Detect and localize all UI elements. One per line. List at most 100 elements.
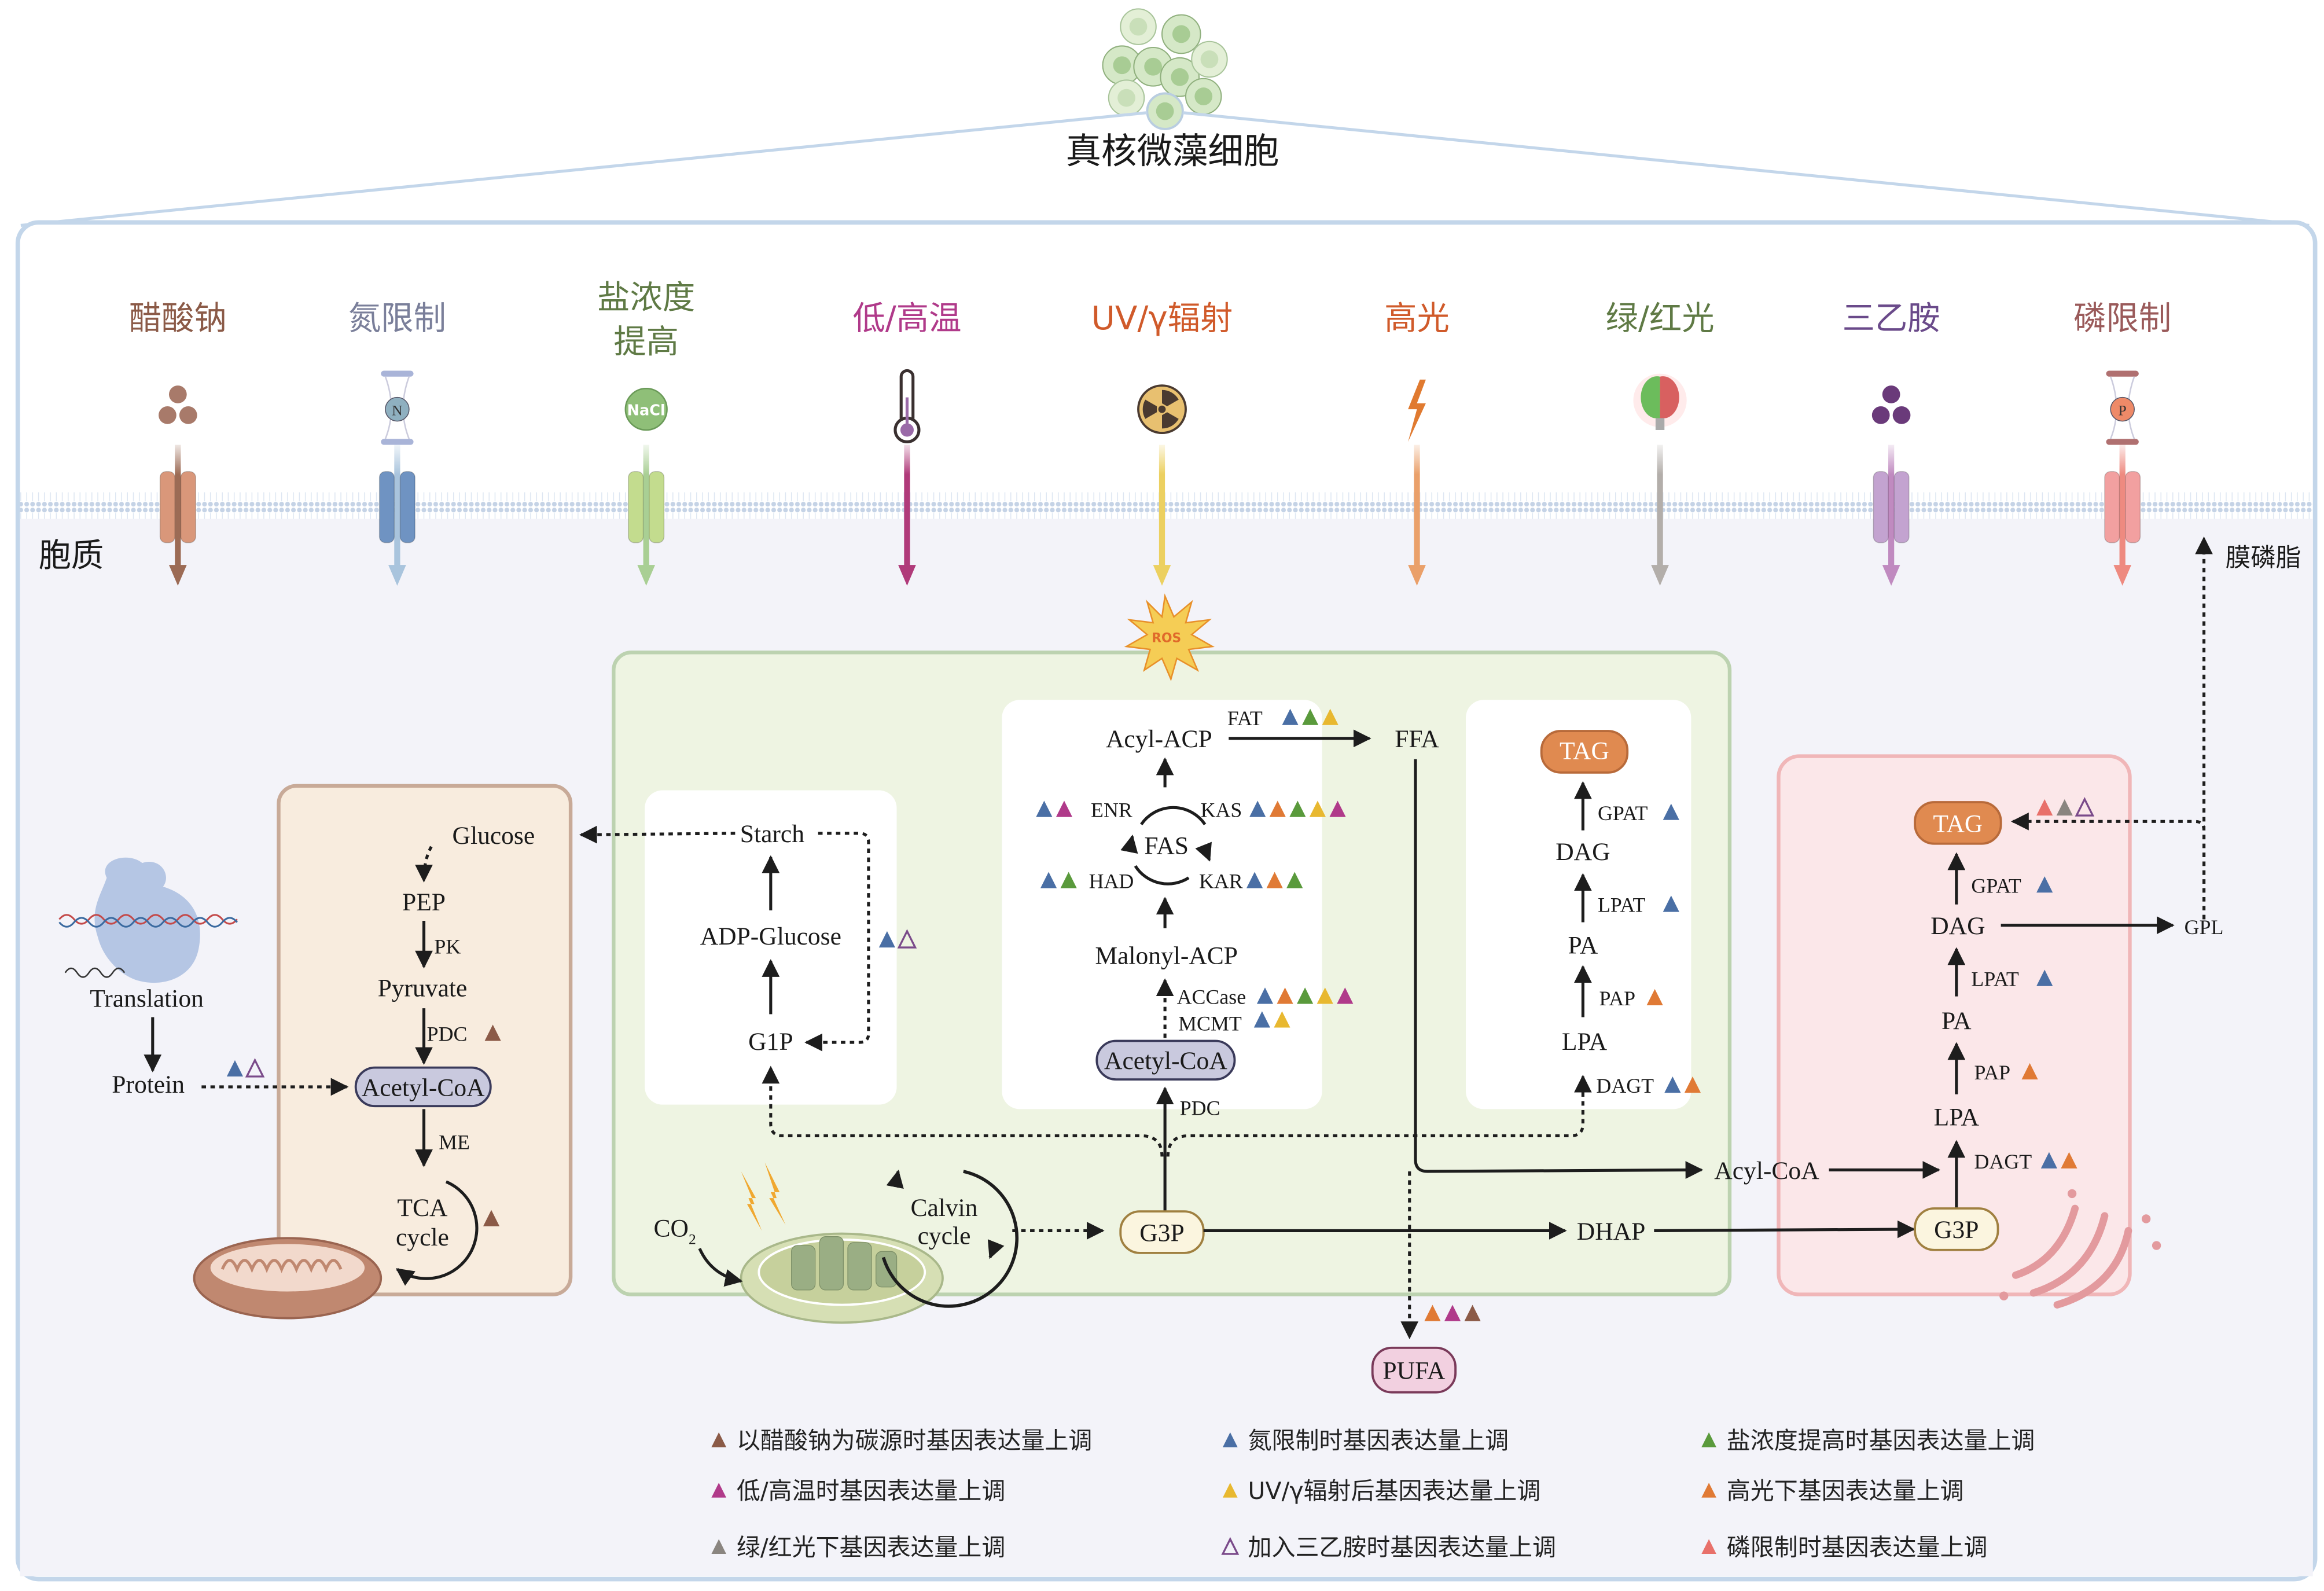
acetyl-coa-chloroplast-node	[1095, 1039, 1236, 1081]
endoplasmic-reticulum-icon	[1999, 1189, 2161, 1309]
dag-chloroplast-node: DAG	[1556, 838, 1610, 866]
gpl-node: GPL	[2185, 916, 2224, 939]
mcmt-markers	[1253, 1011, 1290, 1028]
co2-label: CO2	[653, 1215, 696, 1248]
upregulation-marker-salt	[1701, 1432, 1716, 1447]
upregulation-marker-nitrogen	[1282, 708, 1299, 725]
stimulus-arrow-head	[168, 565, 187, 586]
translation-label: Translation	[90, 985, 204, 1013]
tag-chloroplast-node	[1540, 730, 1629, 774]
tca-label: TCA	[397, 1194, 448, 1222]
legend-item-triethylamine-open: 加入三乙胺时基因表达量上调	[1221, 1534, 1557, 1561]
pap-chloroplast-enzyme: PAP	[1599, 987, 1635, 1010]
upregulation-marker-temperature	[1337, 987, 1354, 1004]
lpat-chloroplast-markers	[1663, 895, 1679, 912]
stimulus-arrow-head	[898, 565, 916, 586]
pdc-mito-markers	[484, 1024, 501, 1041]
pufa-label: PUFA	[1382, 1357, 1446, 1385]
legend-label: UV/γ辐射后基因表达量上调	[1248, 1477, 1541, 1505]
tag-er-markers	[2036, 797, 2095, 817]
tag-chloroplast-panel	[1466, 700, 1691, 1109]
ribosome-icon	[58, 857, 238, 983]
pap-chloroplast-markers	[1646, 989, 1663, 1006]
stimulus-arrow-head	[637, 565, 656, 586]
me-enzyme: ME	[439, 1131, 470, 1154]
upregulation-marker-nitrogen	[1663, 803, 1679, 820]
upregulation-marker-nitrogen	[1223, 1432, 1238, 1447]
stimulus-label: 三乙胺	[1843, 300, 1940, 337]
dagt-er-enzyme: DAGT	[1974, 1150, 2032, 1173]
acetyl-coa-chloroplast-label: Acetyl-CoA	[1104, 1047, 1227, 1075]
upregulation-marker-highlight	[2061, 1152, 2077, 1169]
starch-to-glucose-arrow	[579, 825, 736, 844]
hourglass-p-icon: P	[2106, 370, 2139, 445]
pufa-markers	[1424, 1305, 1481, 1321]
calvin-cycle-label: cycle	[918, 1222, 971, 1250]
zoom-line-right	[1182, 111, 2310, 227]
lightning-icon	[1408, 379, 1426, 442]
upregulation-marker-triethylamine-open	[897, 929, 917, 949]
upregulation-marker-uv	[1309, 800, 1326, 817]
upregulation-marker-nitrogen	[1246, 872, 1263, 888]
upregulation-marker-nitrogen	[2036, 969, 2053, 986]
svg-text:N: N	[392, 402, 402, 418]
g3p-chloroplast-node	[1119, 1210, 1205, 1254]
membrane-channel-icon	[628, 471, 644, 543]
had-markers	[1040, 872, 1077, 888]
starch-panel	[645, 790, 897, 1105]
legend-label: 低/高温时基因表达量上调	[737, 1477, 1005, 1505]
dhap-node: DHAP	[1577, 1218, 1646, 1245]
legend-item-highlight: 高光下基因表达量上调	[1701, 1477, 1963, 1505]
upregulation-marker-greenred	[711, 1539, 726, 1554]
upregulation-marker-salt	[1286, 872, 1303, 888]
upregulation-marker-acetate	[483, 1210, 500, 1226]
stimulus-8: 三乙胺	[1843, 300, 1940, 586]
upregulation-marker-highlight	[1266, 872, 1283, 888]
upregulation-marker-triethylamine-open	[245, 1058, 265, 1078]
protein-node: Protein	[112, 1071, 185, 1098]
stimulus-arrow-head	[388, 565, 406, 586]
pdc-enzyme-chloroplast: PDC	[1180, 1097, 1220, 1120]
stimulus-arrow-head	[1408, 565, 1426, 586]
stimulus-arrow-head	[1153, 565, 1171, 586]
upregulation-marker-highlight	[2021, 1063, 2038, 1080]
dagt-chloroplast-enzyme: DAGT	[1596, 1074, 1654, 1097]
glucose-node: Glucose	[453, 822, 535, 850]
enr-enzyme: ENR	[1091, 799, 1132, 822]
tag-er-node	[1914, 801, 2002, 845]
svg-text:NaCl: NaCl	[627, 402, 665, 419]
membrane-channel-icon	[159, 471, 175, 543]
stimulus-label: 绿/红光	[1606, 300, 1715, 337]
legend-label: 氮限制时基因表达量上调	[1248, 1427, 1509, 1454]
upregulation-marker-nitrogen	[226, 1060, 244, 1076]
tca-markers	[483, 1210, 500, 1226]
nacl-icon: NaCl	[624, 387, 668, 431]
mcmt-enzyme: MCMT	[1178, 1012, 1242, 1035]
calvin-cycle-arrow-a	[881, 1170, 1019, 1308]
calvin-cycle-head-a	[886, 1169, 904, 1189]
svg-text:P: P	[2119, 402, 2127, 418]
upregulation-marker-nitrogen	[878, 931, 895, 948]
ffa-to-acylcoa-arrow	[1414, 759, 1704, 1179]
upregulation-marker-greenred	[2056, 799, 2073, 816]
legend-item-salt: 盐浓度提高时基因表达量上调	[1701, 1427, 2035, 1454]
stimulus-arrow-head	[1651, 565, 1669, 586]
g3p-er-node	[1914, 1207, 1999, 1251]
starch-degradation-arrow	[804, 832, 870, 1052]
stimulus-1: 醋酸钠	[129, 300, 227, 586]
pufa-node	[1371, 1346, 1457, 1394]
fat-enzyme: FAT	[1227, 707, 1263, 730]
stimulus-arrow-head	[2113, 565, 2132, 586]
upregulation-marker-temperature	[1056, 800, 1073, 817]
malonyl-acp-node: Malonyl-ACP	[1095, 942, 1238, 969]
upregulation-marker-nitrogen	[1253, 1011, 1270, 1028]
stimulus-label: 高光	[1384, 300, 1450, 337]
legend-label: 加入三乙胺时基因表达量上调	[1248, 1534, 1557, 1561]
membrane-channel-icon	[2104, 471, 2120, 543]
upregulation-marker-highlight	[1424, 1305, 1441, 1321]
upregulation-marker-phosphorus	[2036, 799, 2053, 816]
upregulation-marker-phosphorus	[1701, 1539, 1716, 1554]
upregulation-marker-nitrogen	[2040, 1152, 2057, 1169]
